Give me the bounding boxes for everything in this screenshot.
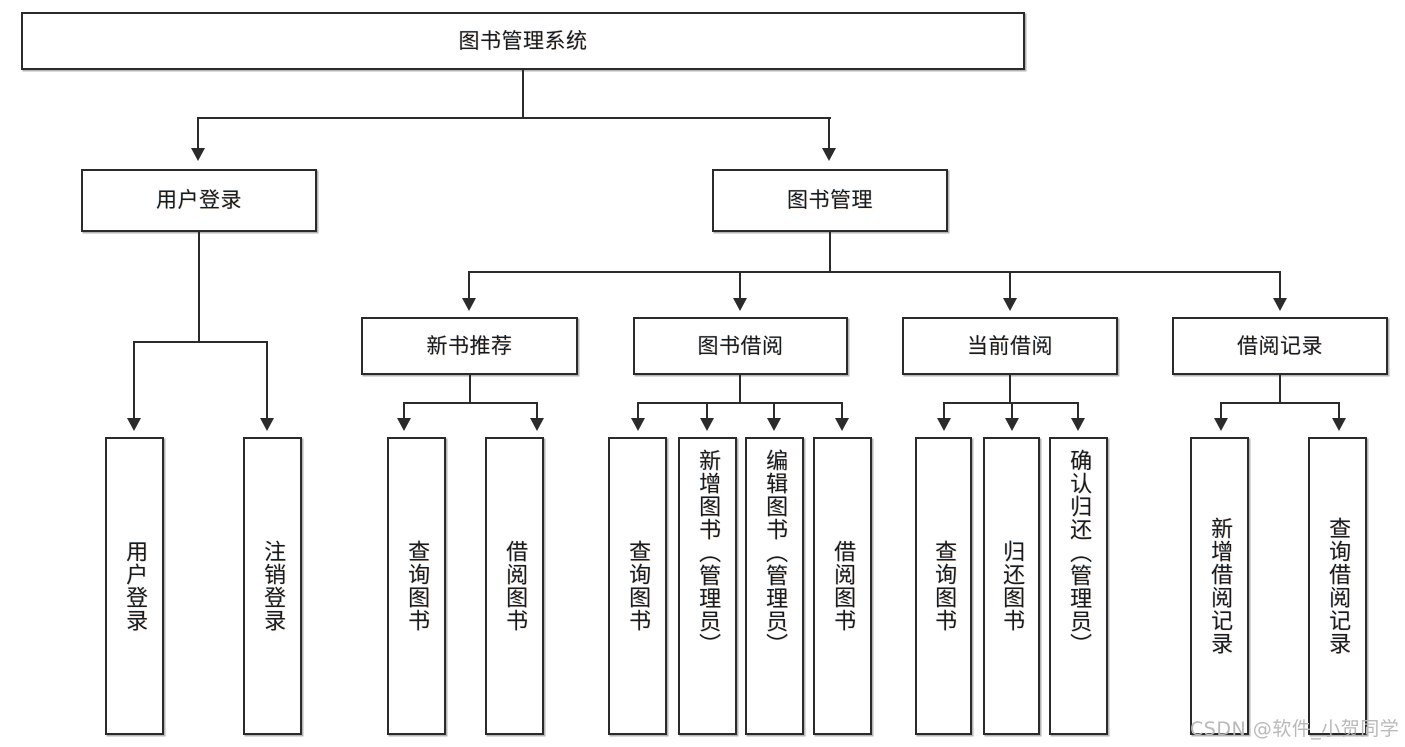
node-label: 借阅图书: [830, 540, 856, 632]
connector-book-borrow-bus: [637, 402, 843, 404]
connector-root-stem: [522, 70, 524, 118]
node-current-borrow[interactable]: 当前借阅: [902, 317, 1118, 375]
arrowhead-user-login-leaf-1: [127, 418, 141, 431]
arrowhead-borrow-record-leaf-1: [1214, 418, 1228, 431]
node-label: 图书管理: [787, 188, 873, 213]
connector-book-borrow-to-leaf-4: [841, 402, 843, 419]
connector-book-manage-to-current-borrow: [1009, 271, 1011, 299]
connector-user-login-stem: [198, 232, 200, 342]
connector-book-manage-bus: [468, 271, 1280, 273]
connector-new-book-stem: [469, 375, 471, 403]
connector-book-borrow-to-leaf-2: [706, 402, 708, 419]
connector-root-to-book-manage: [828, 117, 830, 149]
connector-borrow-record-bus: [1220, 402, 1340, 404]
arrowhead-current-borrow-leaf-3: [1071, 418, 1085, 431]
connector-current-borrow-stem: [1009, 375, 1011, 403]
connector-book-manage-to-new-book: [468, 271, 470, 299]
connector-current-borrow-to-leaf-2: [1011, 402, 1013, 419]
arrowhead-book-borrow: [733, 298, 747, 311]
node-book-management[interactable]: 图书管理: [712, 169, 948, 232]
node-label: 查询借阅记录: [1325, 517, 1351, 655]
node-label: 用户登录: [156, 188, 242, 213]
arrowhead-book-borrow-leaf-3: [767, 418, 781, 431]
connector-book-manage-to-borrow-record: [1279, 271, 1281, 299]
connector-book-borrow-stem: [739, 375, 741, 403]
node-book-borrow[interactable]: 图书借阅: [633, 317, 848, 375]
node-label: 当前借阅: [967, 333, 1053, 358]
node-label: 借阅图书: [502, 540, 528, 632]
leaf-current-borrow-confirm-return-admin[interactable]: 确认归还（管理员）: [1049, 437, 1108, 735]
leaf-book-borrow-query-book[interactable]: 查询图书: [608, 437, 667, 735]
node-label: 新书推荐: [426, 333, 513, 358]
arrowhead-current-borrow-leaf-2: [1005, 418, 1019, 431]
node-label: 图书管理系统: [458, 28, 588, 53]
arrowhead-borrow-record-leaf-2: [1332, 418, 1346, 431]
arrowhead-book-manage: [822, 148, 836, 161]
node-label: 归还图书: [999, 540, 1025, 632]
connector-current-borrow-to-leaf-3: [1077, 402, 1079, 419]
node-new-book-recommend[interactable]: 新书推荐: [361, 317, 578, 375]
arrowhead-borrow-record: [1273, 298, 1287, 311]
node-label: 图书借阅: [697, 333, 784, 358]
connector-root-bus: [198, 117, 831, 119]
leaf-book-borrow-edit-book-admin[interactable]: 编辑图书（管理员）: [745, 437, 804, 735]
connector-borrow-record-to-leaf-2: [1338, 402, 1340, 419]
leaf-book-borrow-borrow-book[interactable]: 借阅图书: [813, 437, 872, 735]
connector-book-manage-to-book-borrow: [739, 271, 741, 299]
connector-borrow-record-to-leaf-1: [1220, 402, 1222, 419]
node-label: 查询图书: [404, 540, 430, 632]
arrowhead-current-borrow-leaf-1: [937, 418, 951, 431]
connector-root-to-user-login: [197, 117, 199, 149]
arrowhead-user-login: [191, 148, 205, 161]
node-user-login[interactable]: 用户登录: [81, 169, 317, 232]
arrowhead-book-borrow-leaf-1: [631, 418, 645, 431]
leaf-user-login-login[interactable]: 用户登录: [105, 437, 164, 735]
arrowhead-current-borrow: [1003, 298, 1017, 311]
arrowhead-new-book-recommend: [462, 298, 476, 311]
leaf-borrow-record-add-record[interactable]: 新增借阅记录: [1190, 437, 1249, 735]
node-label: 用户登录: [122, 540, 148, 632]
node-root-system[interactable]: 图书管理系统: [21, 12, 1025, 70]
connector-new-book-to-leaf-2: [536, 402, 538, 419]
node-label: 查询图书: [625, 540, 651, 632]
arrowhead-book-borrow-leaf-2: [700, 418, 714, 431]
arrowhead-new-book-leaf-1: [397, 418, 411, 431]
leaf-current-borrow-query-book[interactable]: 查询图书: [915, 437, 972, 735]
node-label: 编辑图书（管理员）: [762, 449, 788, 656]
connector-new-book-bus: [403, 402, 537, 404]
connector-user-login-to-leaf-1: [133, 341, 135, 419]
arrowhead-book-borrow-leaf-4: [835, 418, 849, 431]
arrowhead-new-book-leaf-2: [530, 418, 544, 431]
leaf-book-borrow-add-book-admin[interactable]: 新增图书（管理员）: [678, 437, 737, 735]
node-borrow-record[interactable]: 借阅记录: [1172, 317, 1388, 375]
node-label: 确认归还（管理员）: [1066, 449, 1092, 656]
leaf-new-book-query-book[interactable]: 查询图书: [387, 437, 446, 735]
connector-borrow-record-stem: [1279, 375, 1281, 403]
arrowhead-user-login-leaf-2: [260, 418, 274, 431]
connector-user-login-bus: [133, 341, 267, 343]
connector-user-login-to-leaf-2: [266, 341, 268, 419]
connector-book-manage-stem: [829, 232, 831, 272]
node-label: 注销登录: [260, 540, 286, 632]
connector-new-book-to-leaf-1: [403, 402, 405, 419]
connector-book-borrow-to-leaf-1: [637, 402, 639, 419]
node-label: 查询图书: [931, 540, 957, 632]
leaf-borrow-record-query-record[interactable]: 查询借阅记录: [1308, 437, 1367, 735]
node-label: 借阅记录: [1237, 333, 1323, 358]
leaf-current-borrow-return-book[interactable]: 归还图书: [983, 437, 1040, 735]
node-label: 新增图书（管理员）: [695, 449, 721, 656]
connector-current-borrow-to-leaf-1: [943, 402, 945, 419]
leaf-new-book-borrow-book[interactable]: 借阅图书: [485, 437, 544, 735]
connector-current-borrow-bus: [943, 402, 1078, 404]
connector-book-borrow-to-leaf-3: [773, 402, 775, 419]
node-label: 新增借阅记录: [1207, 517, 1233, 655]
leaf-user-login-logout[interactable]: 注销登录: [243, 437, 302, 735]
